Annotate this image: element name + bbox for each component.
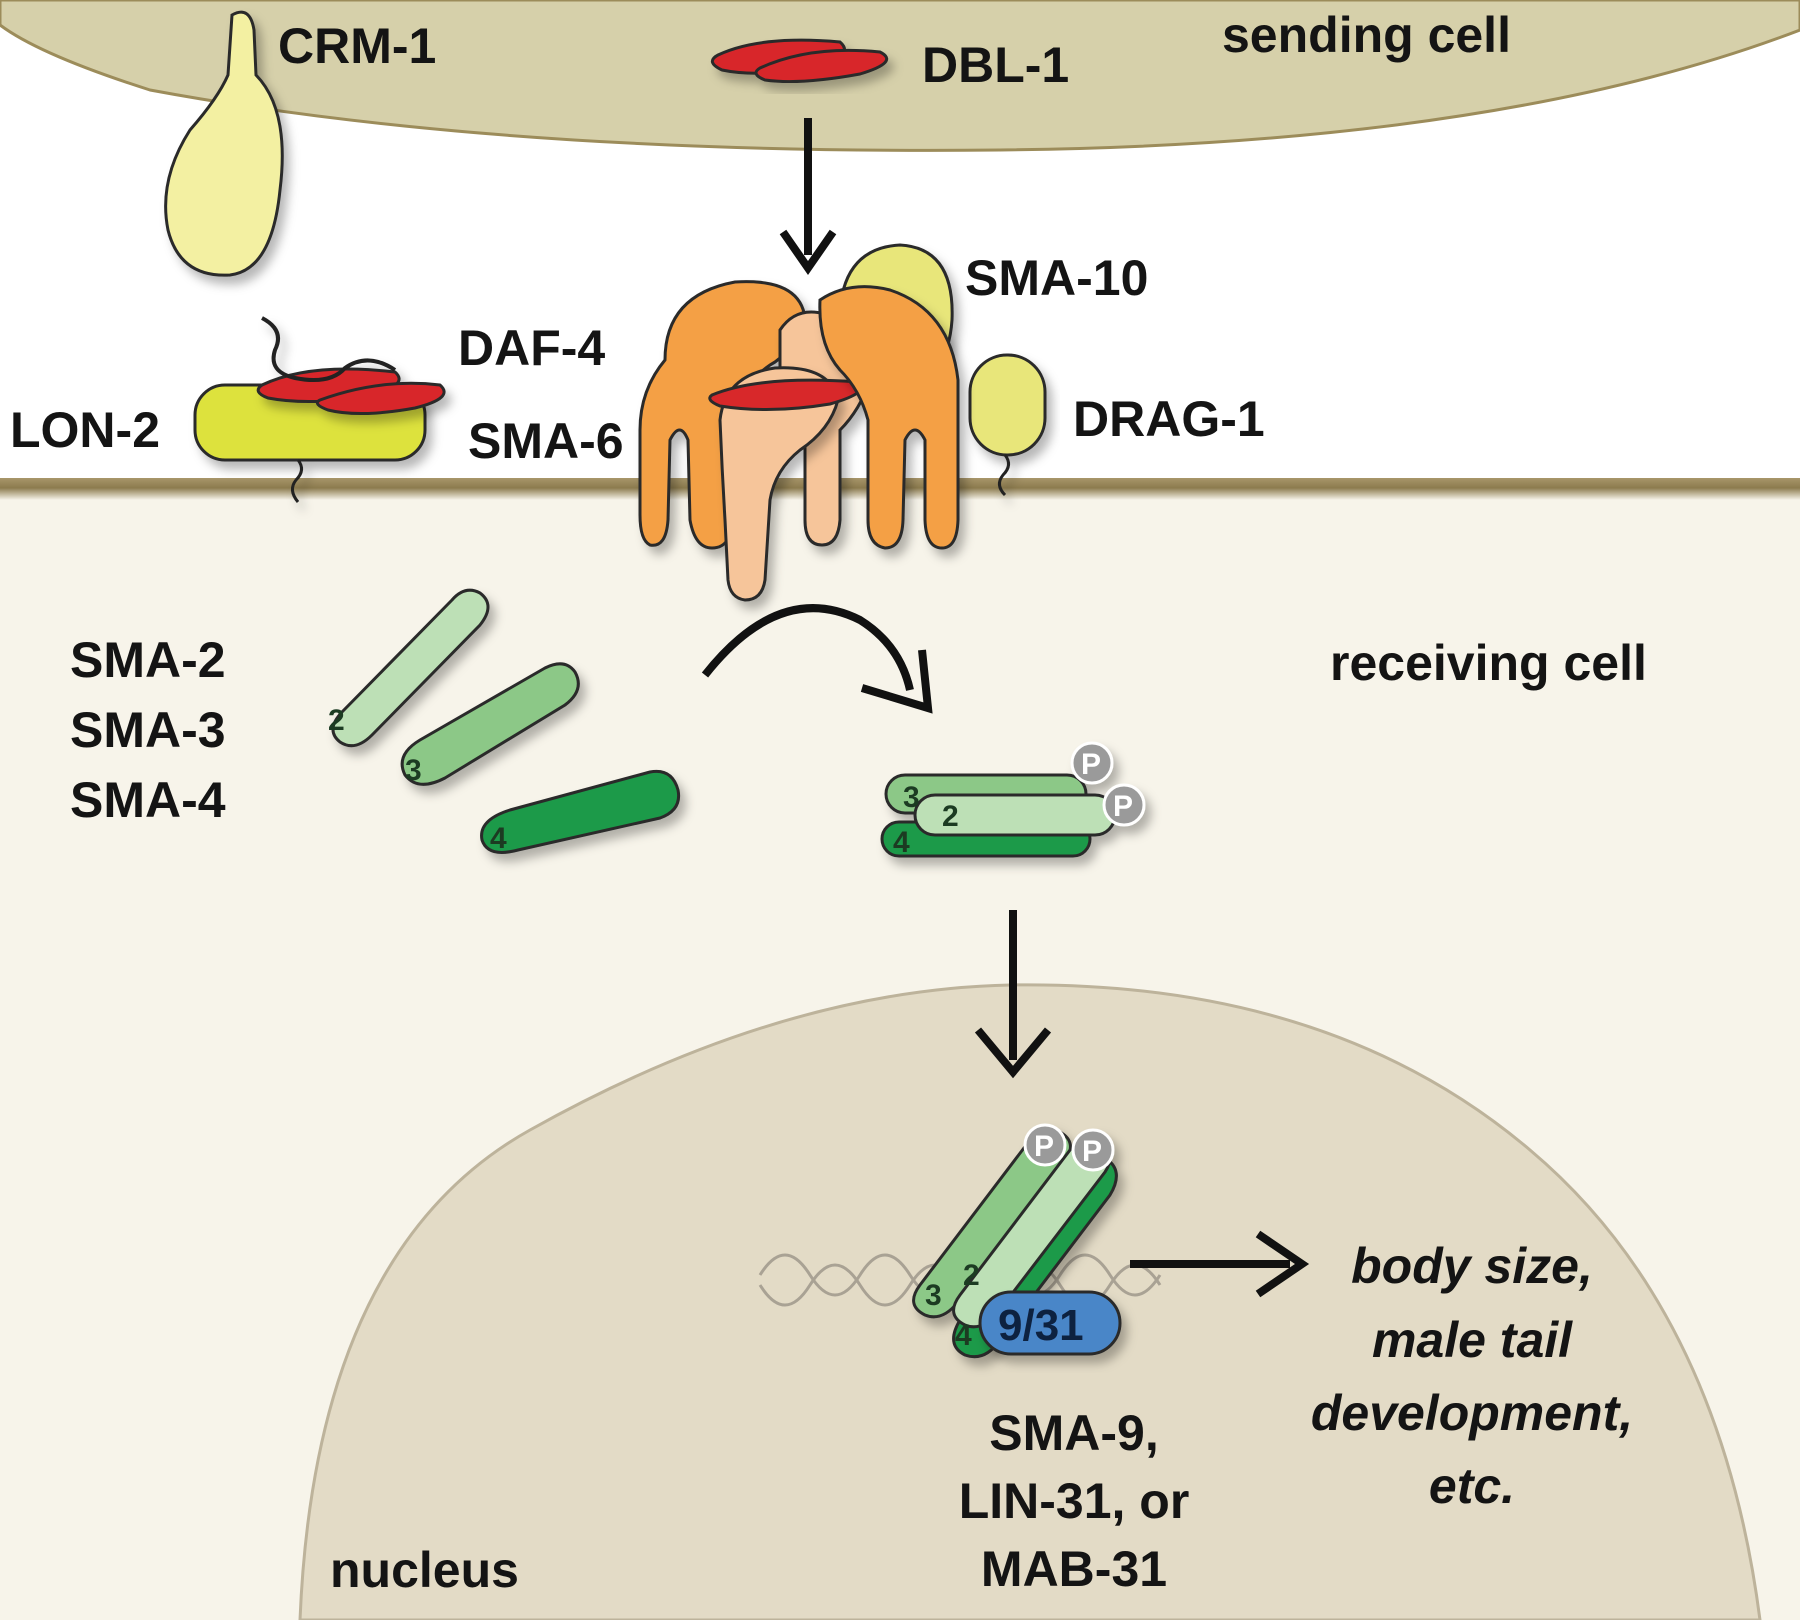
cofactor-badge-text: 9/31 [998,1301,1084,1350]
outcome-line4: etc. [1429,1458,1515,1514]
complex-smad3-number: 3 [903,781,920,814]
sma10-label: SMA-10 [965,250,1148,306]
outcome-line1: body size, [1351,1238,1593,1294]
lon2-label: LON-2 [10,402,160,458]
arrow-phosphorylation [701,604,933,714]
smad4-free-number: 4 [490,822,507,855]
drag1-label: DRAG-1 [1073,391,1265,447]
sending-cell [0,0,1800,152]
nucleus-label: nucleus [330,1542,519,1598]
nuclear-phospho-label-1: P [1034,1130,1054,1163]
smad3-free: 3 [400,662,580,787]
receiving-cell-label: receiving cell [1330,635,1647,691]
cofactor-label-line1: SMA-9, [989,1405,1158,1461]
nuclear-smad4-number: 4 [955,1319,972,1352]
sma4-label: SMA-4 [70,772,226,828]
nuclear-smad3-number: 3 [925,1279,942,1312]
dbl1-on-lon2 [256,316,446,416]
sma6-receptor [718,366,840,602]
cofactor-label-line3: MAB-31 [981,1541,1167,1597]
crm1-label: CRM-1 [278,18,436,74]
sma3-label: SMA-3 [70,702,226,758]
smad-complex-cytoplasm: P P 3 2 4 [880,741,1146,859]
cofactor-badge: 9/31 [978,1290,1122,1356]
cofactor-label-line2: LIN-31, or [959,1473,1190,1529]
drag1-protein [968,353,1047,497]
crm1-protein [164,10,284,277]
arrow-to-outcome [1130,1230,1310,1298]
sending-cell-label: sending cell [1222,7,1511,63]
daf4-receptor-right [818,285,960,550]
smad3-free-number: 3 [405,754,422,787]
phospho-label-2: P [1113,790,1133,823]
nuclear-smad2-number: 2 [963,1259,980,1292]
arrow-ligand-to-receptor [779,118,837,276]
sma2-label: SMA-2 [70,632,226,688]
nuclear-phospho-label-2: P [1082,1135,1102,1168]
complex-smad2-number: 2 [942,800,959,833]
outcome-line2: male tail [1372,1312,1573,1368]
dbl1-label: DBL-1 [922,37,1069,93]
smad2-free: 2 [328,588,490,748]
daf4-label: DAF-4 [458,320,605,376]
arrow-to-nucleus [974,910,1052,1079]
dbl1-ligand [710,38,889,84]
phospho-label-1: P [1081,748,1101,781]
outcome-line3: development, [1311,1385,1633,1441]
sma6-label: SMA-6 [468,413,624,469]
complex-smad4-number: 4 [893,826,910,859]
smad2-free-number: 2 [328,704,345,737]
dbl1-bound [708,378,863,412]
smad4-free: 4 [480,769,681,855]
